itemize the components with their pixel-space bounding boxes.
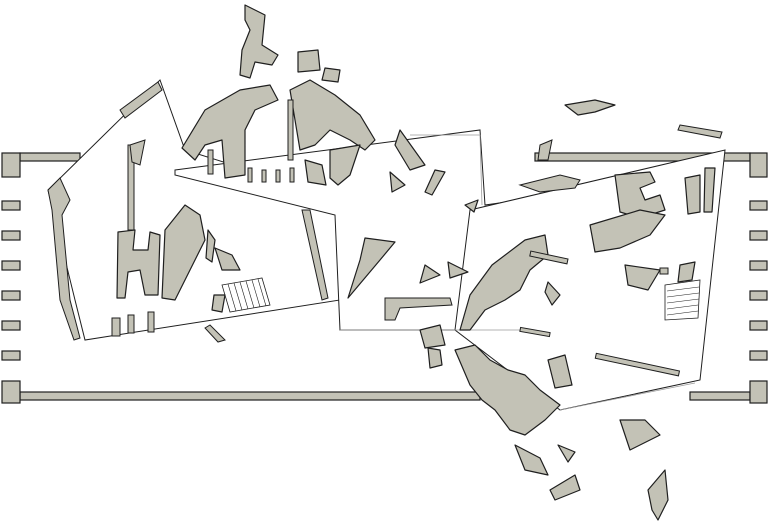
frame-slot-right-4 (749, 290, 768, 301)
left-plan-walls (47, 81, 271, 341)
left-wall-block-b (161, 204, 206, 301)
guide-line-top (410, 134, 483, 206)
right-top-wall-2 (677, 124, 723, 139)
upper-wall-block-4 (389, 171, 406, 193)
upper-wall-arch-right (289, 79, 376, 151)
right-top-wall-11 (677, 261, 696, 283)
upper-wall-spire (239, 4, 279, 79)
left-wall-block-e (211, 294, 226, 313)
left-stair-hatch (221, 277, 271, 313)
center-wall-triangle (347, 237, 396, 299)
upper-wall-arch-left (181, 84, 279, 179)
upper-wall-post-4 (275, 169, 281, 183)
frame-slot-right-2 (749, 230, 768, 241)
frame-bottom-right-rail (689, 391, 751, 401)
upper-wall-post-2 (247, 167, 253, 183)
right-arch-lower (454, 344, 561, 436)
upper-wall-post-1 (207, 149, 214, 175)
frame-slot-right-1 (749, 200, 768, 211)
frame-slot-left-4 (1, 290, 21, 301)
left-wall-block-c (205, 229, 216, 263)
right-wall-block-5 (544, 281, 561, 306)
upper-wall-post-3 (261, 169, 267, 183)
frame-slot-left-5 (1, 320, 21, 331)
right-wall-bar-1 (529, 250, 569, 265)
right-wall-block-8 (557, 444, 576, 463)
right-top-wall-1 (564, 99, 616, 116)
right-top-wall-7 (518, 174, 581, 193)
frame-slot-right-6 (749, 350, 768, 361)
right-wall-block-7 (514, 444, 549, 476)
right-wall-bar-3 (594, 352, 681, 377)
upper-wall-block-2 (321, 67, 341, 83)
frame-group (1, 152, 768, 404)
right-top-post (659, 267, 669, 275)
frame-top-left-rail (19, 152, 81, 162)
center-wall-bar (204, 324, 226, 343)
frame-cap-bottom-right (749, 380, 768, 404)
upper-center-walls (181, 4, 446, 343)
guide-line-diagonal (559, 382, 696, 411)
frame-slot-right-5 (749, 320, 768, 331)
frame-slot-right-3 (749, 260, 768, 271)
right-top-wall-4 (589, 209, 666, 253)
right-wall-block-6 (547, 354, 573, 389)
right-wall-spike (647, 469, 669, 521)
left-wall-post-2 (111, 317, 121, 337)
frame-slot-left-3 (1, 260, 21, 271)
right-plan-walls (384, 99, 723, 521)
frame-cap-bottom-left (1, 380, 21, 404)
right-top-wall-8 (537, 139, 553, 161)
right-top-wall-5 (684, 174, 701, 215)
left-wall-post-4 (147, 311, 155, 333)
upper-wall-block-3 (394, 129, 426, 171)
right-wall-bar-2 (519, 326, 551, 338)
left-wall-post-3 (127, 314, 135, 334)
frame-bottom-left-rail (19, 391, 481, 401)
left-wall-edge (47, 177, 81, 341)
right-top-wall-10 (624, 264, 661, 291)
right-wall-block-9 (549, 474, 581, 501)
left-wall-diagonal (119, 81, 163, 119)
left-wall-block-d (214, 247, 241, 271)
frame-slot-left-2 (1, 230, 21, 241)
right-arch-upper (459, 234, 549, 331)
upper-wall-post-5 (289, 167, 295, 183)
right-top-wall-9 (464, 199, 479, 213)
upper-wall-post-6 (287, 99, 294, 161)
left-wall-notch (129, 139, 146, 166)
frame-slot-left-6 (1, 350, 21, 361)
upper-wall-block-1 (297, 49, 321, 73)
right-wall-block-3 (419, 264, 441, 284)
center-wall-vertical (301, 209, 329, 301)
frame-cap-top-right (749, 152, 768, 178)
right-wall-block-10 (619, 419, 661, 451)
right-wall-block-4 (447, 261, 469, 279)
upper-wall-block-6 (329, 144, 361, 186)
upper-wall-block-5 (424, 169, 446, 196)
right-stair-hatch (664, 279, 701, 321)
left-wall-block-a (116, 229, 161, 299)
right-top-wall-6 (703, 167, 716, 213)
right-wall-block-2 (427, 347, 443, 369)
right-wall-spine (384, 297, 453, 321)
right-wall-block-1 (419, 324, 446, 349)
frame-cap-top-left (1, 152, 21, 178)
upper-wall-block-7 (304, 159, 327, 186)
frame-slot-left-1 (1, 200, 21, 211)
